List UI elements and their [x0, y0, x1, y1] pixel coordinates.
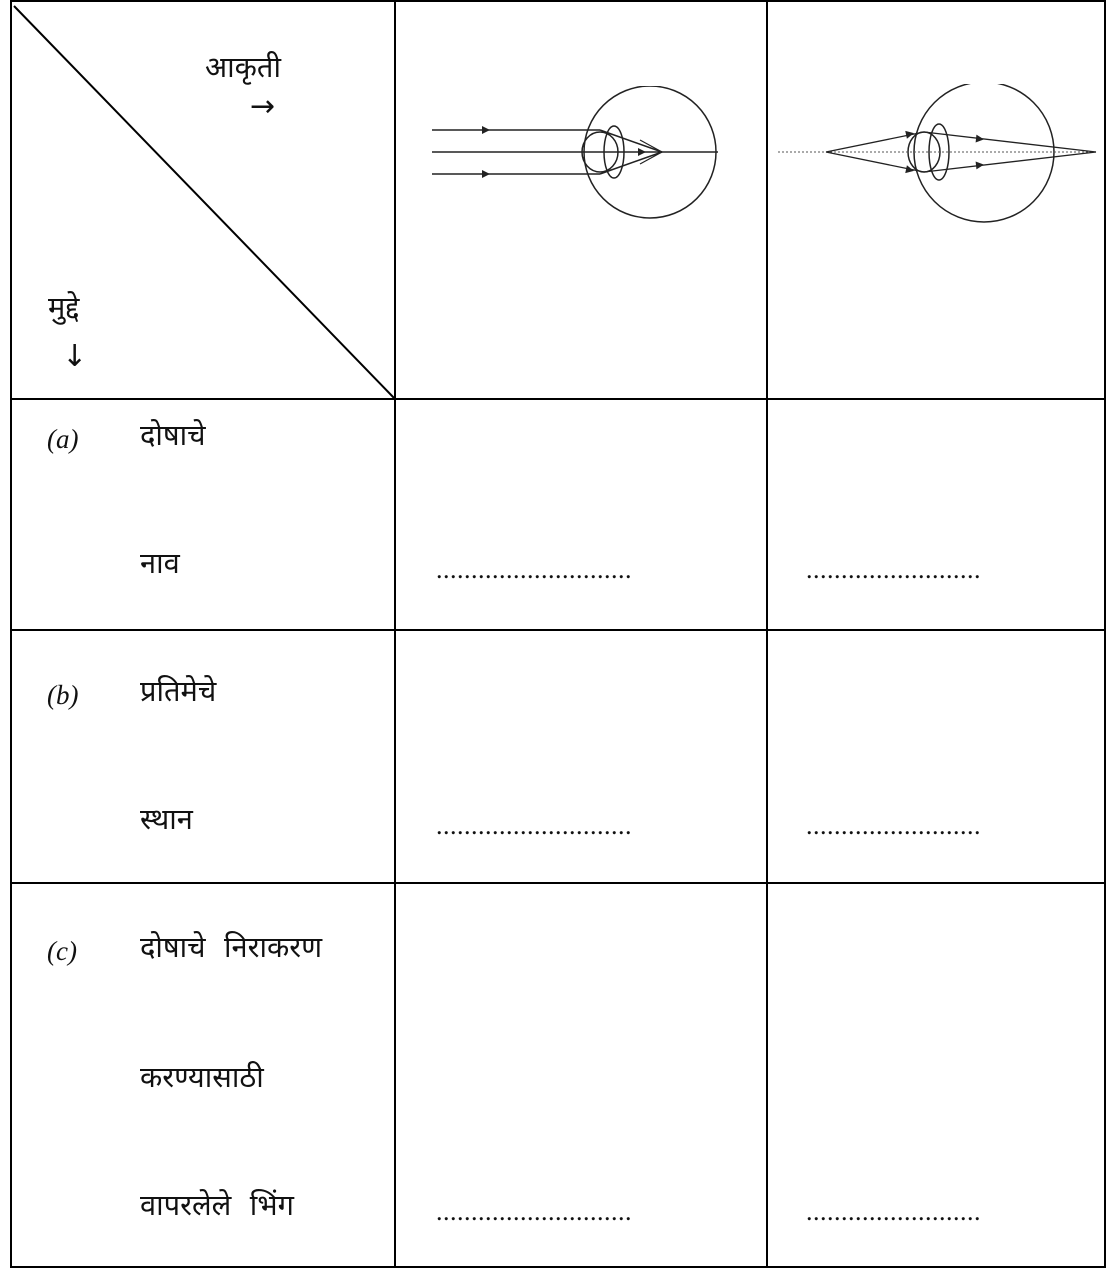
row-a-line-1: दोषाचे	[140, 418, 206, 452]
eye-ray-diagram-icon	[432, 86, 718, 219]
row-divider-b	[10, 882, 1106, 884]
row-c-line-2: करण्यासाठी	[140, 1060, 264, 1094]
row-c-letter: (c)	[47, 936, 77, 966]
row-c-line-1: दोषाचे निराकरण	[140, 930, 323, 964]
table-right-border	[1104, 0, 1106, 1268]
row-divider-a	[10, 629, 1106, 631]
row-a-answer-blank-1[interactable]: ............................	[436, 555, 632, 584]
table-left-border	[10, 0, 12, 1268]
row-c-answer-blank-1[interactable]: ............................	[436, 1197, 632, 1226]
row-c-line-3: वापरलेले भिंग	[140, 1188, 294, 1222]
header-diagonal-line	[13, 5, 396, 400]
row-a-line-2: नाव	[140, 546, 180, 580]
row-c-answer-blank-2[interactable]: .........................	[806, 1197, 981, 1226]
row-b-line-2: स्थान	[140, 802, 193, 836]
row-divider-header	[10, 398, 1106, 400]
points-header-label: मुद्दे	[48, 290, 80, 324]
row-b-line-1: प्रतिमेचे	[140, 674, 217, 708]
row-b-answer-blank-2[interactable]: .........................	[806, 811, 981, 840]
row-a-answer-blank-2[interactable]: .........................	[806, 555, 981, 584]
column-divider-2	[766, 0, 768, 1268]
column-divider-1	[394, 0, 396, 1268]
row-a-letter: (a)	[47, 424, 79, 454]
row-b-answer-blank-1[interactable]: ............................	[436, 811, 632, 840]
down-arrow-icon: ↓	[62, 339, 88, 374]
figure-header-label: आकृती	[205, 50, 281, 84]
eye-ray-diagram-icon	[778, 84, 1097, 223]
table-bottom-border	[10, 1266, 1106, 1268]
right-arrow-icon: →	[250, 89, 276, 124]
table-top-border	[10, 0, 1106, 2]
row-b-letter: (b)	[47, 680, 79, 710]
